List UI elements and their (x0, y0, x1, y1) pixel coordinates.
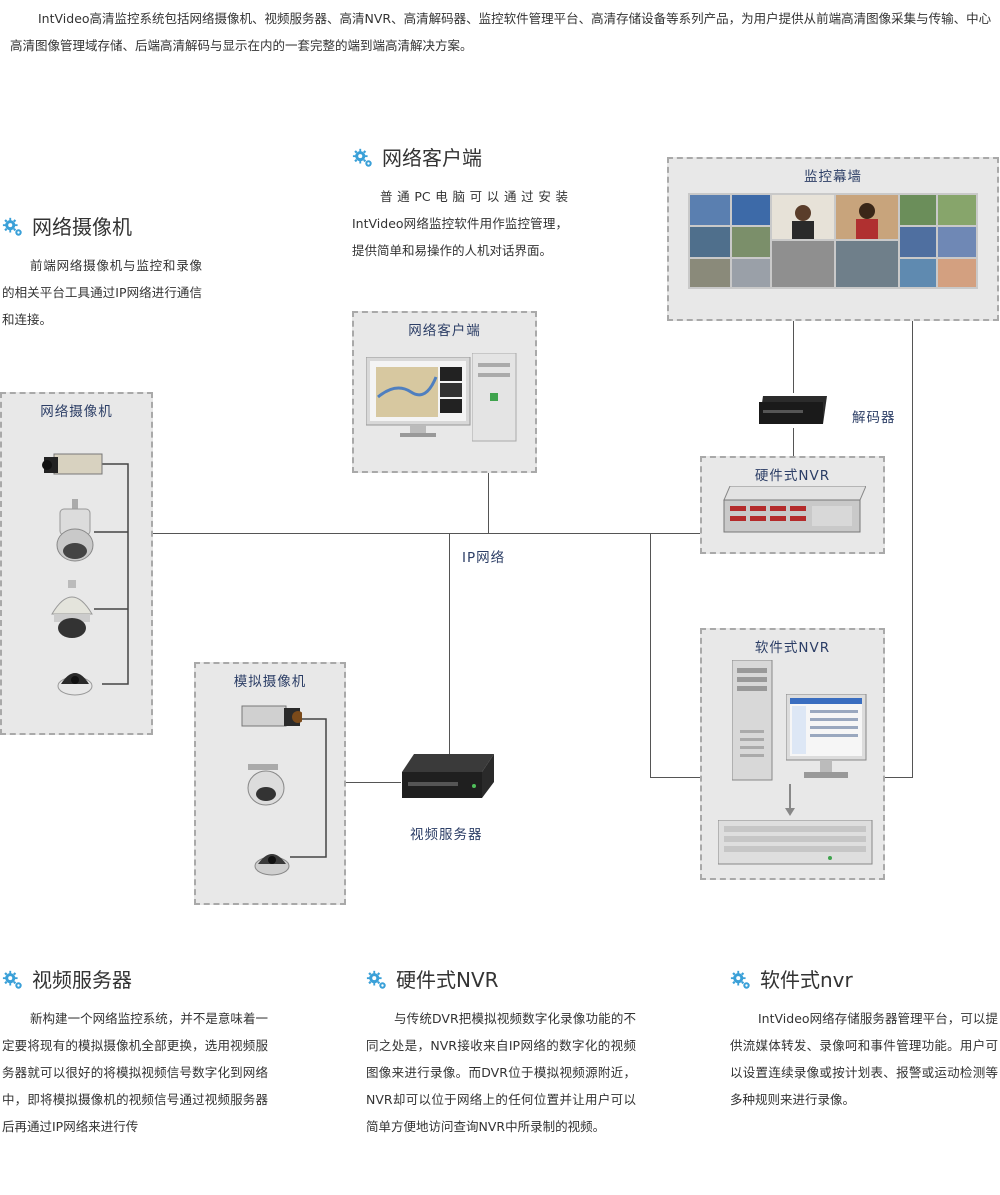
line-wall-decoder (793, 320, 794, 393)
gear-icon (730, 969, 752, 991)
gear-icon (2, 216, 24, 238)
monitor-icon (366, 357, 471, 437)
line-swnvr (650, 533, 651, 778)
speed-dome-icon (247, 764, 285, 806)
section-body: 普通PC电脑可以通过安装IntVideo网络监控软件用作监控管理，提供简单和易操… (352, 189, 568, 258)
video-server-icon (402, 754, 494, 798)
pc-tower-icon (472, 353, 517, 442)
box-label: 监控幕墙 (804, 169, 862, 185)
hardware-nvr-box: 硬件式NVR (700, 456, 885, 554)
ip-network-bus (152, 533, 700, 534)
gear-icon (352, 147, 374, 169)
arrow-down-icon (785, 784, 795, 816)
section-title: 软件式nvr (760, 968, 853, 992)
ip-network-label: IP网络 (462, 550, 506, 566)
monitor-icon (786, 694, 867, 778)
box-label: 网络客户端 (408, 323, 481, 339)
section-title: 硬件式NVR (396, 968, 499, 992)
gear-icon (366, 969, 388, 991)
section-software-nvr: 软件式nvr IntVideo网络存储服务器管理平台，可以提供流媒体转发、录像呵… (730, 965, 998, 1113)
analog-camera-box: 模拟摄像机 (194, 662, 346, 905)
box-label: 软件式NVR (754, 640, 831, 656)
section-client: 网络客户端 普通PC电脑可以通过安装IntVideo网络监控软件用作监控管理，提… (352, 143, 568, 264)
section-hardware-nvr: 硬件式NVR 与传统DVR把模拟视频数字化录像功能的不同之处是，NVR接收来自I… (366, 965, 636, 1140)
rack-server-icon (723, 486, 866, 533)
section-title: 网络摄像机 (32, 215, 132, 239)
section-video-server: 视频服务器 新构建一个网络监控系统，并不是意味着一定要将现有的模拟摄像机全部更换… (2, 965, 268, 1140)
line-swnvr-h (650, 777, 700, 778)
camera-bracket-lines (94, 463, 129, 685)
video-wall-box: 监控幕墙 (667, 157, 999, 321)
section-body: 前端网络摄像机与监控和录像的相关平台工具通过IP网络进行通信和连接。 (2, 258, 202, 327)
line-client (488, 472, 489, 534)
decoder-icon (759, 396, 827, 424)
box-camera-icon (241, 705, 302, 727)
gear-icon (2, 969, 24, 991)
section-body: 与传统DVR把模拟视频数字化录像功能的不同之处是，NVR接收来自IP网络的数字化… (366, 1011, 636, 1134)
section-camera: 网络摄像机 前端网络摄像机与监控和录像的相关平台工具通过IP网络进行通信和连接。 (2, 212, 202, 333)
box-label: 硬件式NVR (754, 468, 831, 484)
box-label: 网络摄像机 (40, 404, 113, 420)
line-wall-sw (885, 777, 913, 778)
speed-dome-icon (56, 499, 94, 562)
decoder-label: 解码器 (852, 410, 896, 426)
dome-camera-icon (254, 854, 290, 876)
section-title: 网络客户端 (382, 146, 482, 170)
dome-camera-icon (57, 673, 93, 696)
ptz-dome-icon (51, 580, 93, 638)
intro-text: IntVideo高清监控系统包括网络摄像机、视频服务器、高清NVR、高清解码器、… (10, 11, 992, 53)
line-server-up (449, 533, 450, 784)
box-label: 模拟摄像机 (233, 674, 307, 690)
analog-bracket-lines (290, 718, 327, 858)
section-title: 视频服务器 (32, 968, 132, 992)
storage-array-icon (718, 820, 873, 865)
network-camera-box: 网络摄像机 (0, 392, 153, 735)
pc-tower-icon (732, 660, 773, 781)
section-body: 新构建一个网络监控系统，并不是意味着一定要将现有的模拟摄像机全部更换，选用视频服… (2, 1011, 268, 1134)
video-server-label: 视频服务器 (410, 827, 483, 843)
box-camera-icon (42, 453, 103, 475)
software-nvr-box: 软件式NVR (700, 628, 885, 880)
line-wall-right (912, 320, 913, 778)
line-decoder-nvr (793, 428, 794, 456)
client-box: 网络客户端 (352, 311, 537, 473)
video-wall-icon (688, 193, 978, 289)
section-body: IntVideo网络存储服务器管理平台，可以提供流媒体转发、录像呵和事件管理功能… (730, 1011, 998, 1107)
